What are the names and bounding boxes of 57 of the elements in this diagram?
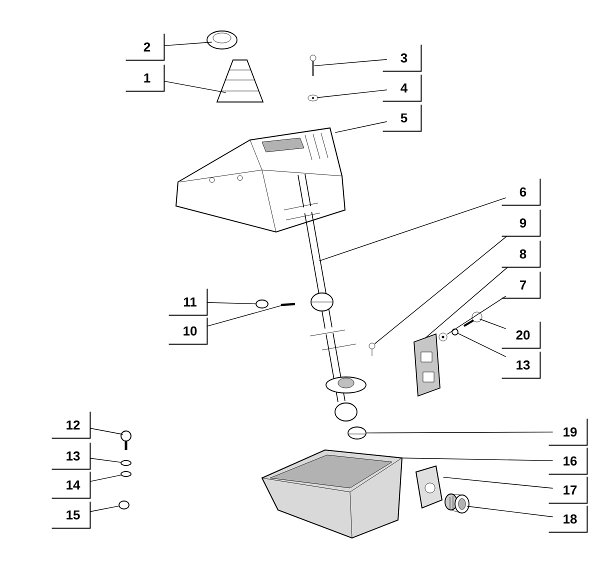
leader-line — [90, 506, 120, 512]
callout-number: 12 — [51, 411, 91, 439]
leader-line — [164, 42, 212, 46]
callout-number: 8 — [501, 240, 541, 268]
leader-line — [442, 476, 554, 489]
pin-drawing — [368, 342, 376, 356]
screw-drawing — [310, 54, 316, 76]
cap-drawing — [206, 30, 238, 50]
leader-line — [374, 236, 508, 344]
callout-number: 9 — [501, 209, 541, 237]
leader-line — [164, 80, 226, 93]
callout-number: 14 — [51, 471, 91, 499]
callout-number: 13 — [51, 442, 91, 470]
callout-number: 15 — [51, 501, 91, 529]
cap-drawing — [348, 426, 366, 440]
leader-line — [316, 90, 388, 98]
nut-drawing — [118, 500, 130, 510]
callout-number: 16 — [548, 447, 588, 475]
knob-drawing — [256, 300, 268, 308]
spring-drawing — [280, 302, 296, 306]
leader-line — [334, 121, 388, 133]
leader-line — [446, 296, 506, 335]
callout-number: 11 — [168, 288, 208, 316]
washer-drawing — [438, 332, 448, 342]
leader-line — [424, 266, 508, 338]
leader-line — [90, 474, 122, 482]
leader-line — [479, 318, 506, 329]
callout-number: 3 — [382, 44, 422, 72]
bushing-drawing — [444, 494, 470, 514]
callout-number: 1 — [125, 64, 165, 92]
callout-number: 17 — [548, 476, 588, 504]
callout-number: 7 — [501, 271, 541, 299]
leader-line — [318, 197, 506, 262]
leader-line — [402, 458, 554, 462]
callout-number: 13 — [501, 351, 541, 379]
callout-number: 5 — [382, 104, 422, 132]
bolt-drawing — [120, 430, 132, 450]
callout-number: 20 — [501, 321, 541, 349]
leader-line — [206, 305, 282, 327]
callout-number: 10 — [168, 317, 208, 345]
washer-drawing — [308, 94, 318, 102]
leader-line — [90, 428, 124, 435]
callout-number: 6 — [501, 178, 541, 206]
callout-number: 18 — [548, 505, 588, 533]
leader-line — [458, 333, 506, 357]
washer-drawing — [120, 471, 132, 477]
leader-line — [90, 458, 122, 463]
callout-number: 19 — [548, 418, 588, 446]
washer-drawing — [120, 460, 132, 466]
leader-line — [206, 302, 256, 304]
leader-line — [314, 59, 388, 66]
gear-lever-drawing — [284, 174, 366, 422]
callout-number: 4 — [382, 74, 422, 102]
leader-line — [466, 506, 554, 518]
callout-number: 2 — [125, 33, 165, 61]
bolt-drawing — [464, 312, 482, 327]
leader-line — [366, 432, 554, 434]
